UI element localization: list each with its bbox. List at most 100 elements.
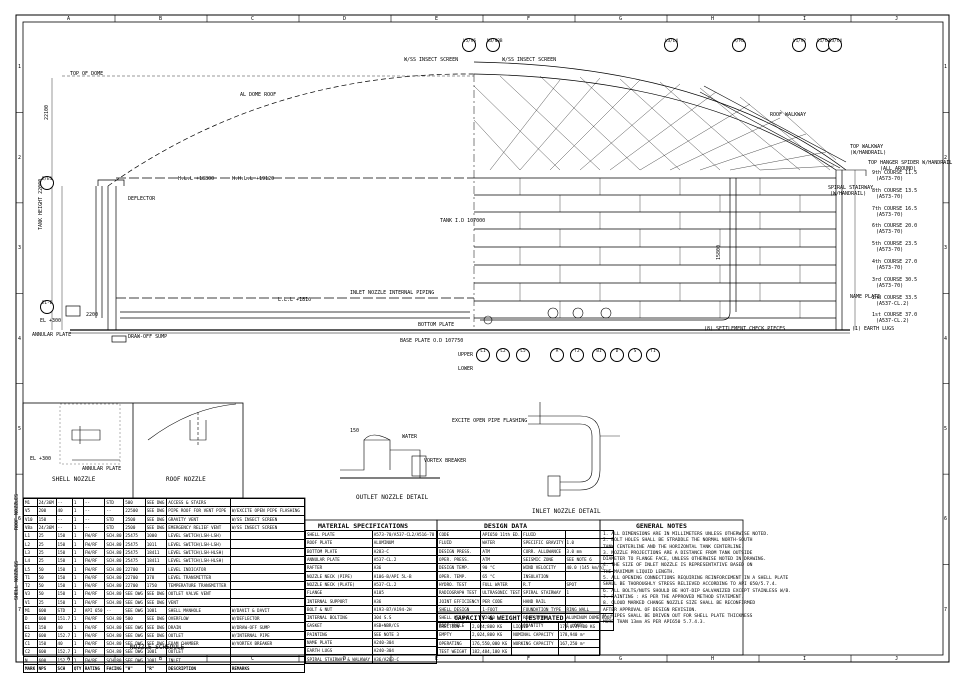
table-cell: SCH.80 (104, 639, 125, 649)
table-cell: 1 (71, 589, 84, 599)
table-cell: 600 (36, 655, 57, 665)
table-header-cell: MARK (23, 663, 38, 674)
table-cell (557, 646, 601, 657)
table-cell: -- (82, 506, 106, 516)
table-cell: 150 (36, 639, 57, 649)
label-deflector: DEFLECTOR (128, 196, 156, 202)
note-line: THE MAXIMUM LIQUID LENGTH. (603, 569, 675, 575)
grid-row-label: 7 (18, 606, 22, 613)
inlet-nozzle-drawing (528, 402, 620, 497)
table-cell: API650 11th ED. (480, 529, 523, 540)
table-cell: SCH.80 (104, 547, 125, 558)
table-cell: FW/RF (82, 531, 106, 541)
table-cell: WATER (480, 538, 523, 548)
nozzle-bubble: E/E1 (40, 176, 54, 190)
table-cell: SEE DWG (144, 622, 168, 632)
label-all-around: (ALL AROUND) (880, 166, 917, 172)
note-line: 5. ALL OPENING CONNECTIONS REQUIRING REI… (603, 576, 789, 582)
table-cell: FW/RF (82, 539, 106, 549)
table-header-cell: QTY (71, 663, 84, 674)
table-cell: 1 (71, 639, 84, 649)
table-cell: EARTH LUGS (305, 646, 373, 656)
table-cell: 1 (71, 622, 84, 632)
table-cell: W/INTERNAL PIPE (229, 630, 306, 641)
table-cell: 150 (55, 597, 73, 607)
table-cell: SHELL DESIGN (436, 604, 482, 614)
grid-row-label: 6 (944, 516, 948, 523)
table-cell: 24/36M (36, 522, 57, 533)
table-header-cell: REMARKS (229, 663, 306, 674)
table-cell: M1 (23, 605, 38, 616)
table-cell: 600 (36, 605, 57, 616)
label-top-of-dome: TOP OF DOME (70, 71, 104, 77)
table-cell: 22500 (123, 506, 146, 516)
table-cell: 25475 (123, 539, 146, 549)
roof-nozzle-title: ROOF NOZZLE (166, 476, 206, 483)
grid-col-label: F (527, 656, 531, 662)
table-cell: EMERGENCY RELIEF VENT (166, 522, 231, 533)
grid-row-label: 1 (18, 64, 22, 71)
table-cell: 25 (36, 556, 57, 566)
table-cell: NOMINAL CAPACITY (511, 630, 559, 640)
design-data-title: DESIGN DATA (484, 522, 528, 530)
grid-col-label: H (711, 656, 715, 662)
table-cell: ATM (480, 546, 523, 556)
table-cell: 25475 (123, 531, 146, 541)
table-cell: SCH.80 (104, 614, 125, 624)
table-cell: FOUNDATION TYPE (521, 604, 566, 614)
table-cell: 1-FOOT (480, 604, 523, 614)
table-cell: 1000 (144, 531, 168, 541)
label-roof-walkway: ROOF WALKWAY (770, 112, 807, 118)
nozzle-bubble: L1 (476, 348, 490, 362)
table-cell: SEE DWG (123, 622, 146, 632)
table-cell: A36 (371, 596, 438, 606)
shell-nozzles-side-label: SHELL NOZZLES (14, 560, 20, 600)
outer-border (15, 14, 950, 663)
table-cell: 152.7 (55, 655, 73, 665)
table-cell: 600 (36, 630, 57, 641)
table-cell: 25 (36, 531, 57, 541)
table-cell: SCH.80 (104, 564, 125, 574)
grid-row-label: 3 (944, 245, 948, 252)
table-cell: ULTRASONIC TEST (480, 588, 523, 598)
table-cell: W/DEFLECTOR (229, 614, 306, 624)
label-top-walkway: TOP WALKWAY (850, 144, 884, 150)
table-cell: BOLT & NUT (305, 604, 373, 614)
table-cell: SCH.80 (104, 622, 125, 632)
table-cell: N (23, 655, 38, 665)
label-hhll: H.H.L.L +19120 (232, 176, 275, 182)
nozzle-bubble: S (628, 348, 642, 362)
table-cell: FULL WATER (480, 579, 523, 590)
table-cell (511, 646, 559, 657)
table-cell: SCH.80 (104, 580, 125, 591)
table-cell (229, 647, 306, 657)
table-cell: INSULATION (521, 571, 566, 581)
table-cell: A36 (371, 563, 438, 573)
label-lower: LOWER (458, 366, 474, 372)
note-line: 9. PIPES SHALL BE DRIVEN OUT FOR SHELL P… (603, 613, 753, 619)
table-cell: FW/RF (82, 597, 106, 607)
table-cell: RADIOGRAPH TEST (436, 588, 482, 598)
table-cell: 1 (71, 630, 84, 641)
course-spec: (A573-70) (876, 211, 904, 218)
nozzle-bubble: E1-E (40, 300, 54, 314)
label-tank-id: TANK I.D 107000 (440, 218, 486, 224)
table-cell: V1 (23, 597, 38, 607)
table-cell: D (23, 614, 38, 624)
table-cell: 1 (71, 539, 84, 549)
table-cell: LEVEL SWITCH(LSH-HLSH) (166, 556, 231, 566)
table-cell: FW/RF (82, 589, 106, 599)
